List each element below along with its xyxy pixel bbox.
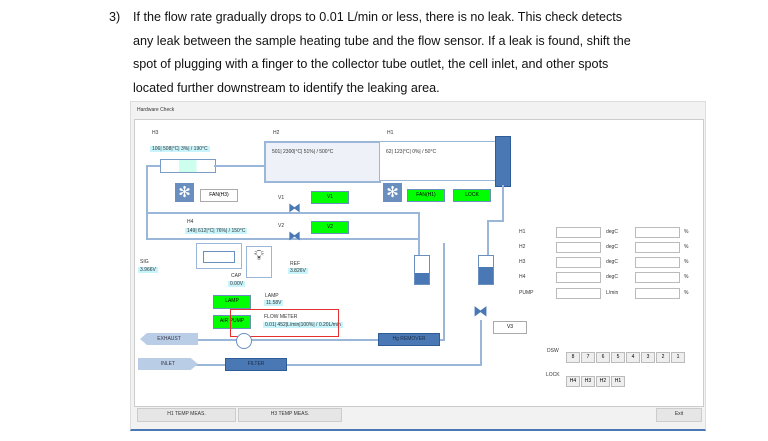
v2-label: V2 <box>278 223 285 229</box>
lock-item[interactable]: H1 <box>611 376 625 387</box>
valve-v3-icon: ⧓ <box>473 303 488 320</box>
inlet-arrow: INLET <box>138 358 198 370</box>
percent-input[interactable] <box>635 227 680 238</box>
exit-button[interactable]: Exit <box>656 408 702 422</box>
v1-label: V1 <box>278 195 285 201</box>
h4-value: 149| 612|°C| 76%| / 150°C <box>185 228 248 234</box>
h3-value: 106| 508|°C| 3%| / 190°C <box>150 146 210 152</box>
exhaust-arrow: EXHAUST <box>140 333 198 345</box>
dsw-bit[interactable]: 6 <box>596 352 610 363</box>
valve-v1-icon: ⧓ <box>288 200 301 215</box>
air-pump-button[interactable]: AIR PUMP <box>213 315 251 329</box>
highlight-box <box>230 309 339 337</box>
paragraph-line: If the flow rate gradually drops to 0.01… <box>133 10 623 24</box>
bottle-2 <box>478 255 494 285</box>
dsw-bit[interactable]: 3 <box>641 352 655 363</box>
fan-h1-icon: ✻ <box>383 183 402 202</box>
v3-button[interactable]: V3 <box>493 321 527 334</box>
filter: FILTER <box>225 358 287 371</box>
percent-input[interactable] <box>635 272 680 283</box>
step-number: 3) <box>109 10 121 24</box>
lock-row-label: LOCK <box>546 372 560 378</box>
fan-h1-button[interactable]: FAN(H1) <box>407 189 445 202</box>
h1-value: 62| 123|°C| 0%| / 50°C <box>386 149 437 155</box>
bottle-1 <box>414 255 430 285</box>
h2-value: 501| 2300|°C| 51%| / 500°C <box>272 149 334 155</box>
h2-label: H2 <box>273 130 280 136</box>
flow-meter-value: 0.01| 452|L/min|100%| / 0.20L/min <box>263 322 343 328</box>
v1-button[interactable]: V1 <box>311 191 349 204</box>
lamp-bulb-icon: 💡︎ <box>246 246 272 278</box>
value-input[interactable] <box>556 242 601 253</box>
value-input[interactable] <box>556 272 601 283</box>
v2-button[interactable]: V2 <box>311 221 349 234</box>
hg-remover: Hg REMOVER <box>378 333 440 346</box>
valve-v2-icon: ⧓ <box>288 228 301 243</box>
lock-button[interactable]: LOCK <box>453 189 491 202</box>
percent-input[interactable] <box>635 242 680 253</box>
cap-value: 0.00V <box>228 281 246 287</box>
value-input[interactable] <box>556 288 601 299</box>
window-title: Hardware Check <box>137 107 175 113</box>
dsw-bit[interactable]: 1 <box>671 352 685 363</box>
value-input[interactable] <box>556 227 601 238</box>
dsw-bit[interactable]: 7 <box>581 352 595 363</box>
paragraph-line: any leak between the sample heating tube… <box>133 34 631 48</box>
pump-icon <box>236 333 252 349</box>
lock-item[interactable]: H2 <box>596 376 610 387</box>
h1-label: H1 <box>387 130 394 136</box>
sig-value: 3.966V <box>138 267 158 273</box>
h1-heater <box>379 141 496 181</box>
h3-tube <box>160 159 216 173</box>
ref-label: REF <box>290 261 300 267</box>
cap-label: CAP <box>231 273 242 279</box>
lamp-label: LAMP <box>265 293 279 299</box>
paragraph-line: located further downstream to identify t… <box>133 81 440 95</box>
ref-value: 3.826V <box>288 268 308 274</box>
h3-label: H3 <box>152 130 159 136</box>
h3-temp-meas-button[interactable]: H3 TEMP MEAS. <box>238 408 342 422</box>
flow-meter-label: FLOW METER <box>264 314 298 320</box>
dsw-bit[interactable]: 4 <box>626 352 640 363</box>
h2-heater <box>264 141 381 183</box>
paragraph-line: spot of plugging with a finger to the co… <box>133 57 609 71</box>
value-input[interactable] <box>556 257 601 268</box>
dsw-bit[interactable]: 5 <box>611 352 625 363</box>
cell <box>196 243 242 269</box>
h4-label: H4 <box>187 219 194 225</box>
dsw-label: DSW <box>547 348 559 354</box>
fan-h3-button[interactable]: FAN(H3) <box>200 189 238 202</box>
sig-label: SIG <box>140 259 149 265</box>
lock-item[interactable]: H4 <box>566 376 580 387</box>
percent-input[interactable] <box>635 288 680 299</box>
fan-h3-icon: ✻ <box>175 183 194 202</box>
collector-block <box>495 136 511 187</box>
lamp-voltage: 11.58V <box>264 300 284 306</box>
h1-temp-meas-button[interactable]: H1 TEMP MEAS. <box>137 408 236 422</box>
dsw-bit[interactable]: 2 <box>656 352 670 363</box>
dsw-bit[interactable]: 8 <box>566 352 580 363</box>
lamp-button[interactable]: LAMP <box>213 295 251 309</box>
percent-input[interactable] <box>635 257 680 268</box>
lock-item[interactable]: H3 <box>581 376 595 387</box>
